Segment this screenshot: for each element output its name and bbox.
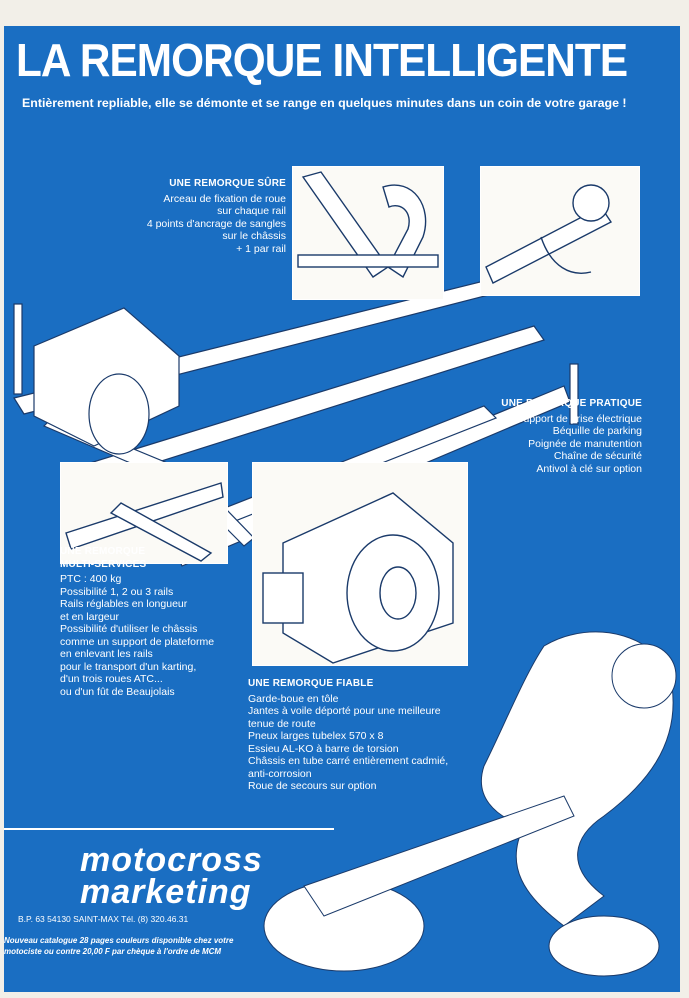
brand-logo: motocross marketing — [80, 841, 263, 911]
section-multi-line: et en largeur — [60, 610, 119, 623]
section-multi-line: PTC : 400 kg — [60, 573, 122, 585]
section-fiable-heading: UNE REMORQUE FIABLE — [248, 678, 374, 689]
section-pratique-line: Béquille de parking — [552, 425, 642, 437]
photo-rail-detail — [60, 462, 228, 564]
section-sure-heading: UNE REMORQUE SÛRE — [169, 178, 286, 189]
advert-panel: LA REMORQUE INTELLIGENTE Entièrement rep… — [4, 26, 680, 992]
page-title: LA REMORQUE INTELLIGENTE — [16, 34, 628, 86]
section-multi-line: comme un support de plateforme — [60, 635, 215, 648]
section-sure-line: 4 points d'ancrage de sangles — [146, 217, 286, 230]
section-multi-line: Possibilité 1, 2 ou 3 rails — [60, 585, 174, 598]
section-fiable-line: Pneux larges tubelex 570 x 8 — [248, 730, 384, 742]
page-subtitle: Entièrement repliable, elle se démonte e… — [22, 96, 627, 110]
section-multi-line: en enlevant les rails — [60, 648, 153, 660]
section-pratique-line: Support de prise électrique — [516, 412, 643, 425]
trailer-illustration — [13, 275, 677, 977]
section-sure: UNE REMORQUE SÛRE Arceau de fixation de … — [116, 178, 286, 255]
section-fiable-line: Roue de secours sur option — [248, 780, 377, 792]
section-pratique-line: Chaîne de sécurité — [553, 450, 642, 462]
section-pratique-heading: UNE REMORQUE PRATIQUE — [501, 398, 642, 409]
section-sure-line: sur le châssis — [222, 230, 286, 242]
section-fiable-line: tenue de route — [248, 717, 316, 730]
section-multi-line: pour le transport d'un karting, — [60, 660, 197, 673]
section-sure-line: Arceau de fixation de roue — [163, 192, 286, 205]
photo-wheel-fender — [252, 462, 468, 666]
section-fiable-line: anti-corrosion — [248, 767, 312, 780]
section-pratique-line: Antivol à clé sur option — [536, 462, 642, 475]
section-fiable-line: Garde-boue en tôle — [248, 692, 339, 705]
section-pratique: UNE REMORQUE PRATIQUE Support de prise é… — [454, 398, 642, 475]
contact-address: B.P. 63 54130 SAINT-MAX Tél. (8) 320.46.… — [18, 914, 189, 924]
section-sure-line: + 1 par rail — [236, 242, 286, 255]
photo-wheel-clamp — [292, 166, 444, 300]
catalogue-note: Nouveau catalogue 28 pages couleurs disp… — [4, 936, 234, 956]
photo-hitch — [480, 166, 640, 296]
section-fiable-line: Essieu AL-KO à barre de torsion — [248, 742, 399, 755]
section-multi-line: Possibilité d'utiliser le châssis — [60, 623, 198, 635]
section-multi-line: Rails réglables en longueur — [60, 598, 188, 610]
section-multi-line: ou d'un fût de Beaujolais — [60, 685, 175, 698]
divider — [4, 828, 334, 830]
section-fiable-line: Châssis en tube carré entièrement cadmié… — [248, 755, 449, 767]
section-multi-line: d'un trois roues ATC... — [60, 673, 163, 685]
section-fiable: UNE REMORQUE FIABLE Garde-boue en tôle J… — [248, 678, 508, 793]
section-fiable-line: Jantes à voile déporté pour une meilleur… — [248, 705, 441, 717]
section-pratique-line: Poignée de manutention — [528, 437, 642, 450]
section-sure-line: sur chaque rail — [217, 205, 286, 217]
